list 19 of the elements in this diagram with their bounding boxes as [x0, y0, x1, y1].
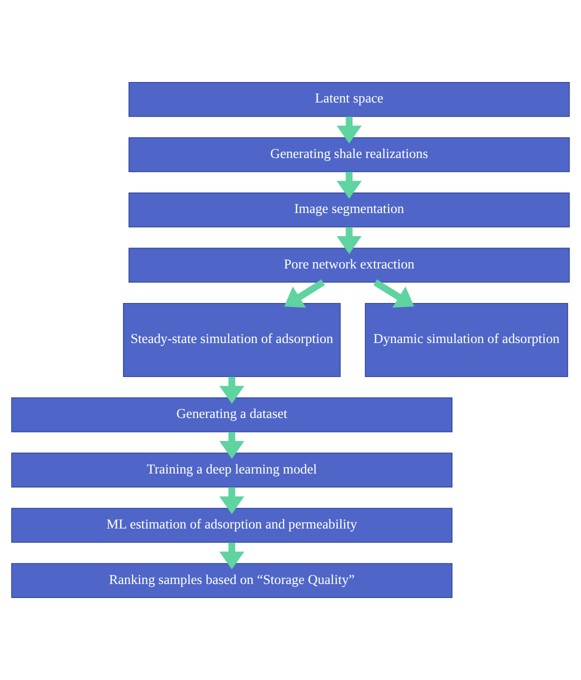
- node-box: Dynamic simulation of adsorption: [364, 303, 568, 377]
- arrow: [219, 376, 244, 404]
- arrow: [219, 487, 244, 514]
- node-box: Pore network extraction: [128, 248, 570, 283]
- node-box: Generating a dataset: [11, 397, 452, 432]
- node-box: Image segmentation: [128, 192, 570, 228]
- arrow: [219, 542, 244, 570]
- arrow: [373, 279, 414, 308]
- node-box: Ranking samples based on “Storage Quality”: [11, 563, 452, 598]
- arrow: [336, 172, 362, 199]
- node-box: Latent space: [128, 82, 570, 117]
- node-box: Generating shale realizations: [128, 137, 570, 172]
- node-box: Training a deep learning model: [11, 452, 452, 488]
- node-box: ML estimation of adsorption and permeability: [11, 508, 452, 543]
- arrow: [219, 432, 244, 459]
- arrow: [336, 116, 362, 144]
- node-box: Steady-state simulation of adsorption: [123, 303, 341, 377]
- arrow: [284, 279, 325, 308]
- arrow: [336, 227, 362, 254]
